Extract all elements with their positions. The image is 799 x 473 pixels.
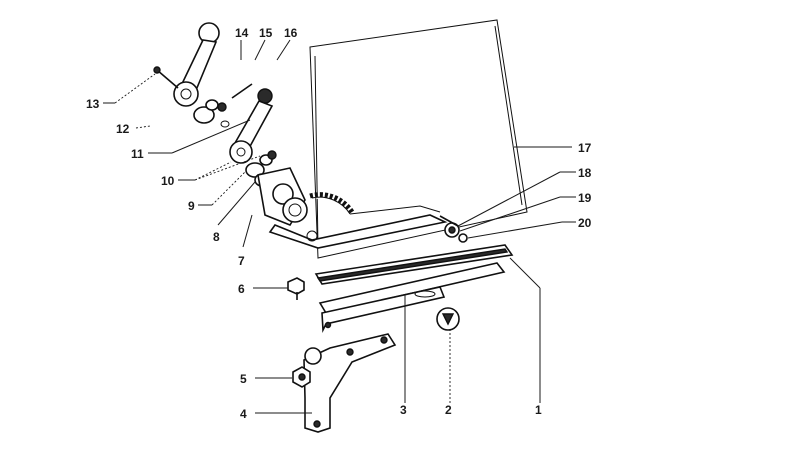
callout-15: 15 [259,26,273,40]
callout-labels: 1 2 3 4 5 6 7 8 9 10 11 12 13 14 15 16 1… [86,26,592,421]
window-crank-handle-lower [229,88,274,164]
callout-11: 11 [131,147,144,161]
guide-channel [318,262,506,334]
callout-4: 4 [240,407,247,421]
callout-1: 1 [535,403,542,417]
hex-bolt [287,277,305,300]
callout-20: 20 [578,216,592,230]
callout-12: 12 [116,122,130,136]
mounting-bracket [303,333,397,433]
handle-washers-upper [193,83,253,128]
lifter-rail [314,244,514,285]
callout-10: 10 [161,174,175,188]
callout-5: 5 [240,372,247,386]
window-glass-pane [309,19,528,259]
callout-6: 6 [238,282,245,296]
roller-bushes [439,215,468,243]
callout-14: 14 [235,26,249,40]
callout-7: 7 [238,254,245,268]
regulator-mechanism [257,167,448,249]
callout-19: 19 [578,191,592,205]
callout-2: 2 [445,403,452,417]
window-crank-handle-upper [153,22,220,107]
rubber-grommet [436,307,460,331]
leader-lines [103,39,576,414]
callout-3: 3 [400,403,407,417]
callout-8: 8 [213,230,220,244]
callout-17: 17 [578,141,592,155]
callout-18: 18 [578,166,592,180]
hex-nut [292,366,311,388]
callout-9: 9 [188,199,195,213]
callout-13: 13 [86,97,100,111]
callout-16: 16 [284,26,298,40]
